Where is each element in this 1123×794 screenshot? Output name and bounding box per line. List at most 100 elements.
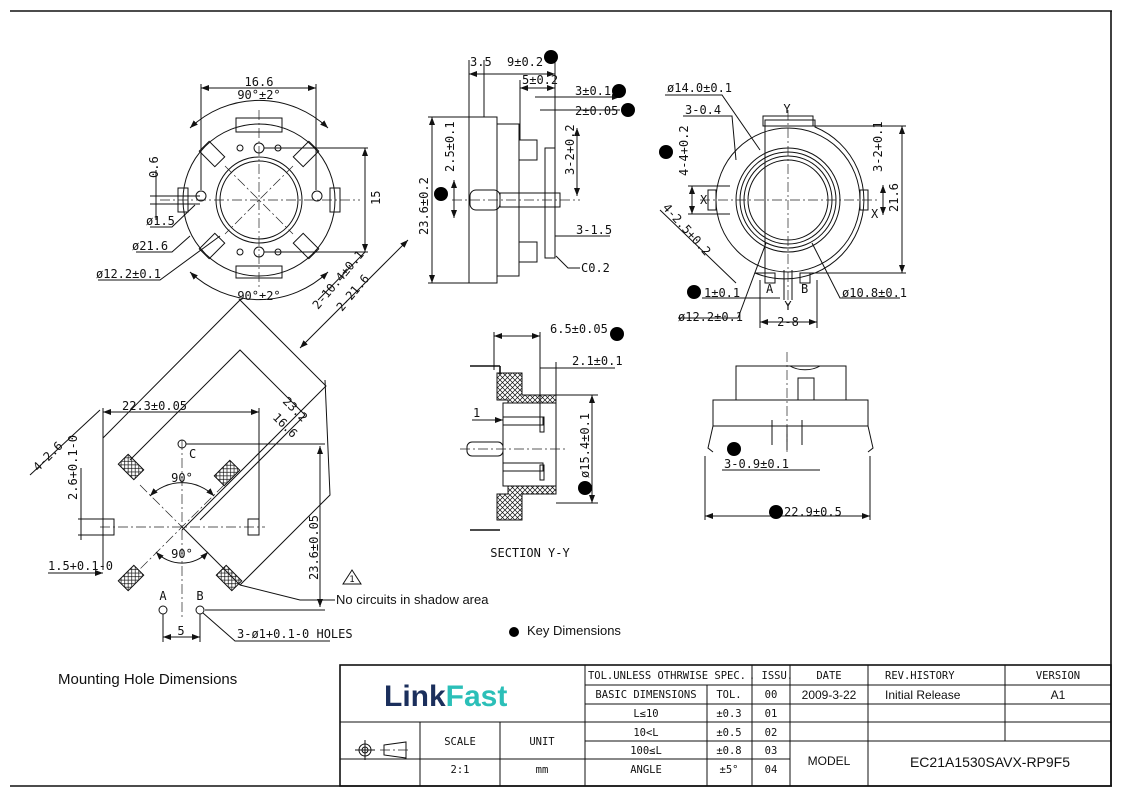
dim-5: 5	[177, 624, 184, 638]
dim-6-5: 6.5±0.05	[550, 322, 608, 336]
side-view	[428, 60, 620, 284]
dim-3-5: 3.5	[470, 55, 492, 69]
release-date: 2009-3-22	[802, 688, 857, 702]
linkfast-logo: LinkFast	[384, 680, 507, 713]
dim-2-1: 2.1±0.1	[572, 354, 623, 368]
mounting-pattern	[29, 299, 362, 642]
mounting-title: Mounting Hole Dimensions	[58, 671, 237, 688]
dim-23-6: 23.6±0.2	[417, 177, 431, 235]
dim-5: 5±0.2	[522, 73, 558, 87]
bottom-view	[704, 352, 874, 520]
dim-3-2-right: 3-2+0.1	[871, 121, 885, 172]
hole-c-label: C	[189, 447, 196, 461]
scale-value: 2:1	[451, 764, 470, 776]
pin-b-label: B	[801, 282, 808, 296]
dim-16-6: 16.6	[245, 75, 274, 89]
dim-22-9: 22.9±0.5	[784, 505, 842, 519]
dim-holes: 3-ø1+0.1-0 HOLES	[237, 627, 353, 641]
dim-9: 9±0.2	[507, 55, 543, 69]
dim-1: 1±0.1	[704, 286, 740, 300]
key-dimension-marker	[610, 327, 624, 341]
dim-2-6: 2.6+0.1-0	[66, 435, 80, 500]
section-title: SECTION Y-Y	[490, 546, 570, 560]
pin-a-label: A	[766, 282, 774, 296]
tol-range-2: 10<L	[633, 727, 658, 739]
issue-04: 04	[765, 764, 778, 776]
angle-upper: 90°	[171, 471, 193, 485]
dim-angle-bottom: 90°±2°	[237, 289, 280, 303]
model-label: MODEL	[808, 754, 851, 768]
revision-history: Initial Release	[885, 688, 961, 702]
dim-15: 15	[369, 191, 383, 205]
model-number: EC21A1530SAVX-RP9F5	[910, 754, 1070, 770]
logo-fast-text: Fast	[446, 680, 508, 713]
dim-angle-top: 90°±2°	[237, 88, 280, 102]
section-x-right: X	[871, 207, 879, 221]
dim-diameter-15-4: ø15.4±0.1	[578, 413, 592, 478]
dim-diameter-12-2: ø12.2±0.1	[96, 267, 161, 281]
dim-4-2-6: 4-2.6	[30, 439, 65, 474]
key-dimension-marker	[621, 103, 635, 117]
shadow-area-note: No circuits in shadow area	[336, 592, 489, 607]
tol-value-2: ±0.5	[716, 727, 741, 739]
dim-1-5: 1.5+0.1-0	[48, 559, 113, 573]
dim-hole-1-5: ø1.5	[146, 214, 175, 228]
dim-3-2: 3-2+0.2	[563, 124, 577, 175]
dim-2-5: 2.5±0.1	[443, 121, 457, 172]
tol-value-3: ±0.8	[716, 745, 741, 757]
issu-header: . ISSU.	[749, 670, 793, 682]
projection-symbol-icon	[355, 740, 410, 760]
dim-22-3: 22.3±0.05	[122, 399, 187, 413]
unit-value: mm	[536, 764, 549, 776]
dim-3-1-5: 3-1.5	[576, 223, 612, 237]
basic-dimensions-label: BASIC DIMENSIONS	[595, 689, 696, 701]
dim-diameter-10-8: ø10.8±0.1	[842, 286, 907, 300]
unit-label: UNIT	[529, 736, 555, 748]
dim-diameter-14: ø14.0±0.1	[667, 81, 732, 95]
tol-range-1: L≤10	[633, 708, 658, 720]
dim-3: 3±0.1	[575, 84, 611, 98]
dim-4-2-5: 4-2.5+0.2	[660, 201, 714, 259]
issue-03: 03	[765, 745, 778, 757]
rev-header: REV.HISTORY	[885, 670, 955, 682]
dim-0-6: 0.6	[147, 156, 161, 178]
section-y-bottom: Y	[784, 299, 792, 313]
dim-diameter-12-2-front: ø12.2±0.1	[678, 310, 743, 324]
dim-2-8: 2-8	[777, 315, 799, 329]
angle-lower: 90°	[171, 547, 193, 561]
tol-value-4: ±5°	[720, 764, 739, 776]
key-dimension-marker	[659, 145, 673, 159]
section-x-left: X	[700, 193, 708, 207]
key-dimension-marker	[769, 505, 783, 519]
dim-3-0-4: 3-0.4	[685, 103, 721, 117]
logo-link-text: Link	[384, 680, 446, 713]
key-dimension-marker	[434, 187, 448, 201]
hole-b-label: B	[196, 589, 203, 603]
issue-01: 01	[765, 708, 778, 720]
key-dimension-marker	[687, 285, 701, 299]
tol-range-4: ANGLE	[630, 764, 662, 776]
section-y-top: Y	[783, 102, 791, 116]
key-dimension-marker	[727, 442, 741, 456]
tol-header: TOL.UNLESS OTHRWISE SPEC.	[588, 670, 746, 682]
tol-value-1: ±0.3	[716, 708, 741, 720]
dim-2: 2±0.05	[575, 104, 618, 118]
tol-range-3: 100≤L	[630, 745, 662, 757]
dim-1-section: 1	[473, 406, 480, 420]
top-view	[98, 84, 409, 349]
version-value: A1	[1051, 688, 1066, 702]
title-block	[339, 664, 1112, 787]
dim-diameter-21-6: ø21.6	[132, 239, 168, 253]
key-dimension-marker	[578, 481, 592, 495]
dim-4-4: 4-4+0.2	[677, 125, 691, 176]
issue-00: 00	[765, 689, 778, 701]
front-view	[659, 94, 906, 328]
dim-3-0-9: 3-0.9±0.1	[724, 457, 789, 471]
key-dimension-marker	[612, 84, 626, 98]
warning-icon: 1	[349, 575, 354, 585]
dim-23-6-mount: 23.6±0.05	[307, 515, 321, 580]
tol-label: TOL.	[716, 689, 741, 701]
key-dimension-legend-dot	[509, 627, 519, 637]
dim-21-6: 21.6	[887, 183, 901, 212]
